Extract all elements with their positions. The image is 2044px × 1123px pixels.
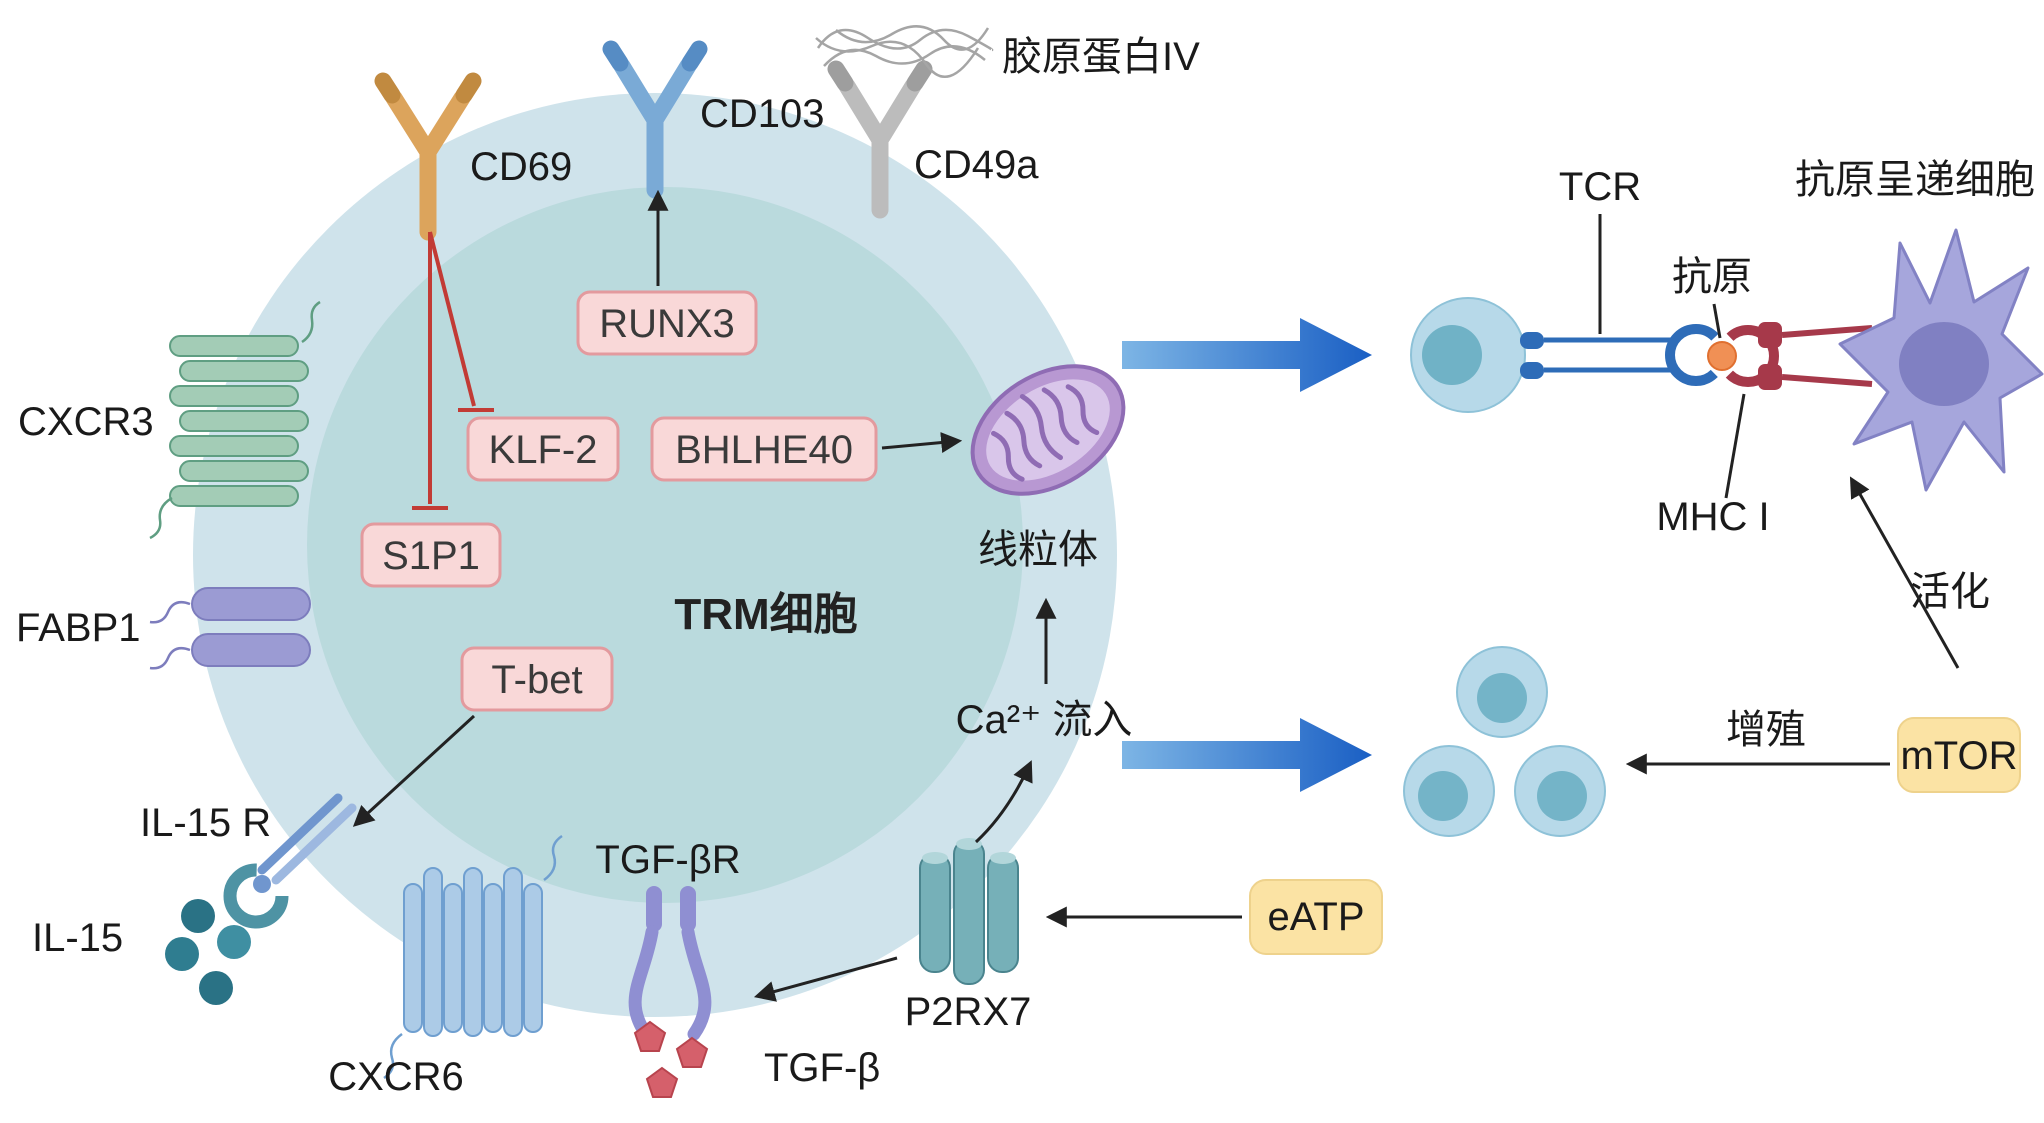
activation-arrow — [1849, 476, 1960, 669]
collagen-label: 胶原蛋白IV — [1002, 35, 1200, 79]
antigen-pointer-line — [1712, 303, 1722, 339]
tcr-structure — [1520, 324, 1727, 386]
tbet-box: T-bet — [460, 646, 614, 712]
s1p1-box: S1P1 — [360, 522, 502, 588]
tbet-arrow — [352, 714, 476, 827]
p2rx7-label: P2RX7 — [905, 990, 1032, 1034]
cxcr3-label: CXCR3 — [18, 400, 154, 444]
antigen-label: 抗原 — [1672, 255, 1752, 299]
trm-cell-cytoplasm — [307, 187, 1023, 903]
p2rx7-channel — [919, 838, 1019, 985]
apc-cell — [1838, 228, 2044, 492]
t-cell — [1410, 297, 1526, 413]
tgfb-label: TGF-β — [764, 1046, 880, 1090]
fabp1-receptor — [149, 587, 311, 670]
mitochondria — [970, 364, 1126, 496]
tcr-label: TCR — [1559, 165, 1641, 209]
mhc1-label: MHC I — [1656, 495, 1769, 539]
mtor-label: mTOR — [1900, 734, 2017, 778]
bhlhe40-box: BHLHE40 — [650, 416, 878, 482]
cxcr3-receptor — [149, 300, 321, 540]
mhc1-structure — [1717, 322, 1873, 390]
blue-arrow-top — [1122, 318, 1372, 392]
il15r-cup — [223, 863, 289, 929]
cd103-label: CD103 — [700, 92, 825, 136]
il15-molecules — [165, 899, 251, 1005]
trm-cell-label: TRM细胞 — [674, 590, 857, 639]
tgfbr-receptor — [628, 886, 712, 1041]
eatp-label: eATP — [1267, 895, 1364, 939]
runx3-label: RUNX3 — [599, 302, 735, 346]
cd69-receptor — [374, 72, 482, 241]
s1p1-label: S1P1 — [382, 534, 480, 578]
cd49a-receptor — [827, 60, 933, 219]
mtor-box: mTOR — [1897, 717, 2021, 793]
cxcr6-label: CXCR6 — [328, 1055, 464, 1099]
cxcr6-receptor — [383, 834, 563, 1080]
ca-influx-label: Ca²⁺ 流入 — [956, 698, 1133, 742]
il15r-receptor — [223, 793, 357, 929]
runx3-box: RUNX3 — [576, 290, 758, 356]
cd49a-label: CD49a — [914, 143, 1039, 187]
antigen-dot — [1707, 341, 1737, 371]
blue-arrow-bottom — [1122, 718, 1372, 792]
t-cell-nucleus — [1422, 325, 1482, 385]
apc-label: 抗原呈递细胞 — [1795, 158, 2035, 202]
tgfbr-label: TGF-βR — [595, 838, 740, 882]
apc-nucleus — [1899, 322, 1989, 406]
klf2-box: KLF-2 — [466, 416, 620, 482]
klf2-label: KLF-2 — [489, 428, 598, 472]
il15-label: IL-15 — [32, 916, 123, 960]
tgfb-molecules — [633, 1020, 709, 1098]
mitochondria-label: 线粒体 — [978, 528, 1098, 572]
activation-label: 活化 — [1910, 570, 1990, 614]
cd69-label: CD69 — [470, 145, 572, 189]
bhlhe40-arrow — [881, 432, 963, 453]
cd69-inhibit-klf2 — [428, 231, 494, 412]
proliferation-label: 增殖 — [1726, 708, 1806, 752]
il15r-label: IL-15 R — [140, 801, 271, 845]
cd69-inhibit-s1p1 — [412, 232, 448, 510]
eatp-box: eATP — [1249, 879, 1383, 955]
mhc1-pointer-line — [1724, 393, 1746, 499]
bhlhe40-label: BHLHE40 — [675, 428, 853, 472]
p2rx7-to-tgfbr-arrow — [753, 956, 898, 1002]
fabp1-label: FABP1 — [16, 606, 141, 650]
ca-influx-arrow — [974, 760, 1033, 844]
tbet-label: T-bet — [491, 658, 582, 702]
daughter-cells — [1403, 646, 1606, 837]
collagen-fibers — [815, 25, 994, 79]
cd103-receptor — [602, 40, 708, 199]
